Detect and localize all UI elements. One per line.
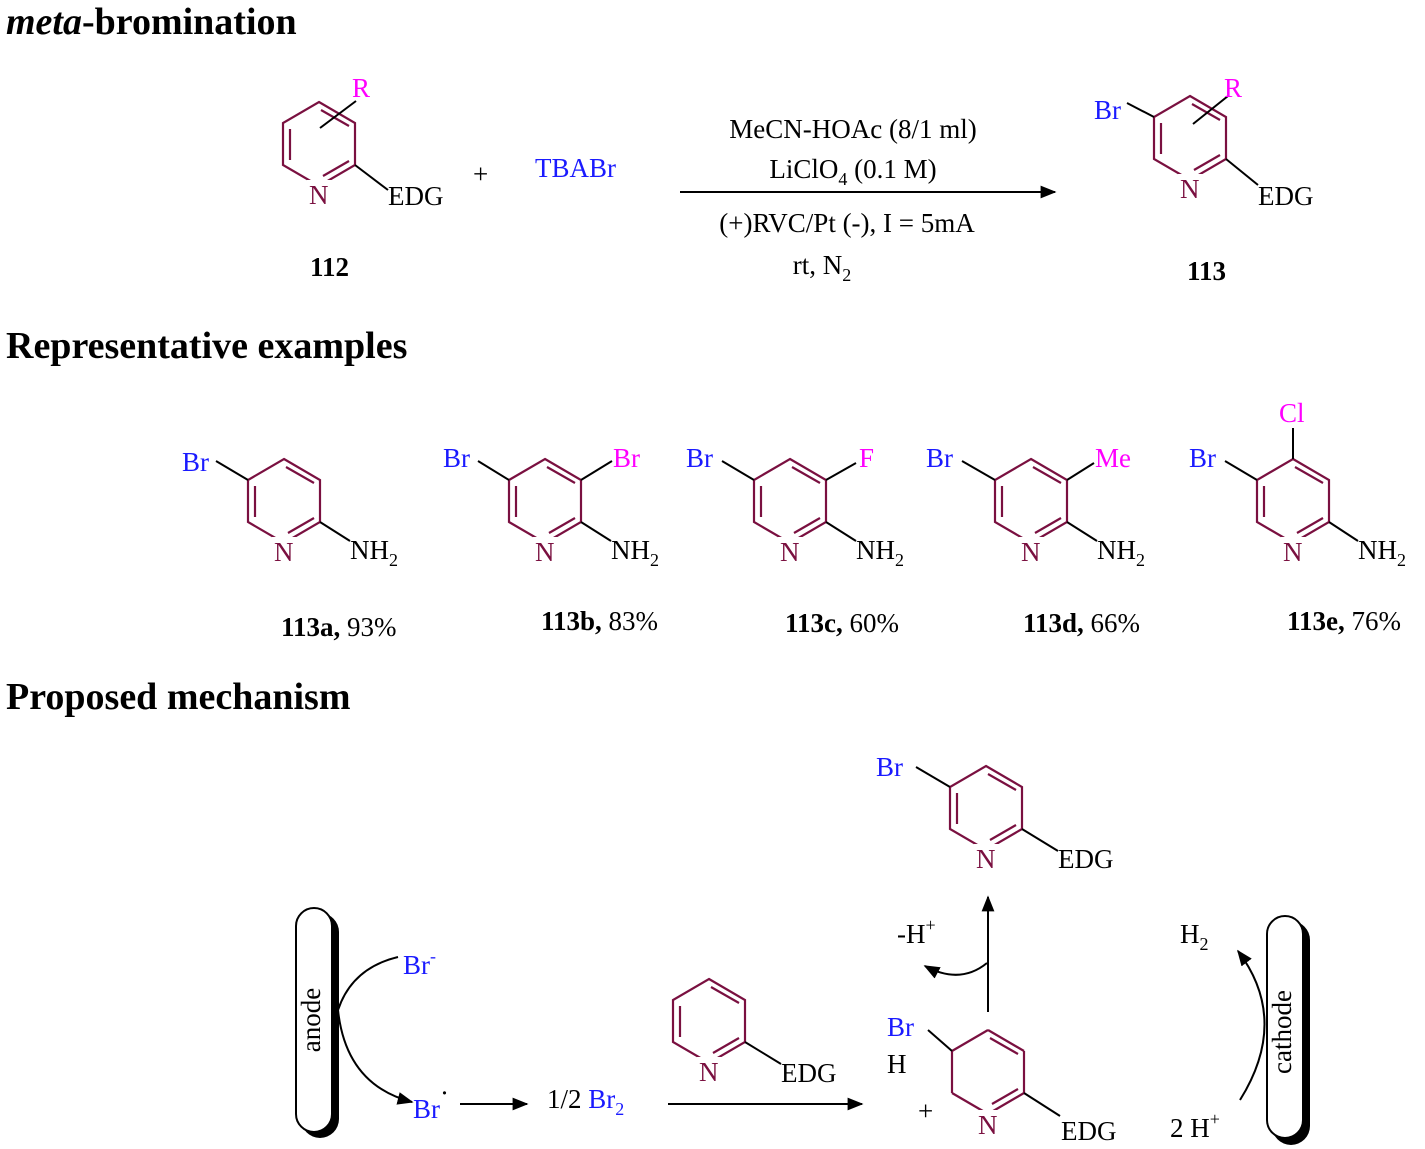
r-bond-112 — [319, 100, 357, 129]
edg-label: EDG — [781, 1058, 837, 1088]
condition-electrodes: (+)RVC/Pt (-), I = 5mA — [719, 208, 975, 238]
example-caption-113d: 113d, 66% — [1023, 608, 1140, 638]
substituent-label: Cl — [1279, 398, 1305, 428]
condition-atmosphere: rt, N2 — [793, 250, 852, 285]
r-substituent-113: R — [1224, 73, 1242, 103]
br-bond-113 — [1126, 102, 1155, 118]
nitrogen-label: N — [699, 1057, 719, 1087]
nitrogen-label: N — [780, 537, 800, 567]
cathode-label: cathode — [1267, 990, 1297, 1074]
pyridine-over-arrow: N EDG — [671, 977, 837, 1088]
br-label: Br — [876, 752, 903, 782]
cation-plus: + — [918, 1096, 933, 1126]
sigma-complex-intermediate: N Br H + EDG — [887, 1012, 1117, 1146]
bromide-anion: Br- — [403, 946, 436, 980]
edg-bond-113 — [1225, 158, 1259, 186]
reagent-tbabr: TBABr — [535, 153, 616, 183]
anode-electrode: anode — [295, 907, 339, 1138]
pyridine-ring-113 — [1152, 94, 1228, 182]
example-caption-113b: 113b, 83% — [541, 606, 658, 636]
bromine-radical: Br· — [413, 1078, 449, 1124]
r-substituent-112: R — [352, 73, 370, 103]
minus-proton-label: -H+ — [897, 915, 936, 949]
example-113a: N Br NH2 113a, 93% — [182, 447, 398, 642]
hydrogen-gas: H2 — [1180, 919, 1209, 954]
nitrogen-label-113: N — [1180, 174, 1200, 204]
compound-id-112: 112 — [310, 252, 349, 282]
mechanism-product: N Br EDG — [876, 752, 1114, 874]
condition-electrolyte: LiClO4 (0.1 M) — [769, 154, 936, 189]
cathode-reduction-arrow — [1237, 949, 1266, 1101]
example-caption-113a: 113a, 93% — [281, 612, 397, 642]
nitrogen-label: N — [1021, 537, 1041, 567]
nh2-label: NH2 — [1097, 535, 1145, 570]
example-113d: N Br Me NH2 113d, 66% — [926, 443, 1145, 638]
br-label-113: Br — [1094, 95, 1121, 125]
cathode-electrode: cathode — [1266, 915, 1310, 1145]
nh2-label: NH2 — [350, 535, 398, 570]
edg-label: EDG — [1061, 1116, 1117, 1146]
two-protons: 2 H+ — [1170, 1109, 1220, 1143]
edg-label: EDG — [1058, 844, 1114, 874]
edg-label-112: EDG — [388, 181, 444, 211]
br-label: Br — [926, 443, 953, 473]
nitrogen-label: N — [535, 537, 555, 567]
substituent-label: Br — [613, 443, 640, 473]
proton-loss-arrow — [923, 962, 988, 979]
br-label: Br — [1189, 443, 1216, 473]
nh2-label: NH2 — [611, 535, 659, 570]
nitrogen-label: N — [274, 537, 294, 567]
condition-solvent: MeCN-HOAc (8/1 ml) — [729, 114, 976, 144]
section-title-meta-bromination: meta-bromination — [6, 1, 297, 43]
example-113b: N Br Br NH2 113b, 83% — [443, 443, 659, 636]
example-113c: N Br F NH2 113c, 60% — [686, 443, 904, 638]
nh2-label: NH2 — [856, 535, 904, 570]
br-label: Br — [686, 443, 713, 473]
substituent-label: Me — [1095, 443, 1131, 473]
nitrogen-label: N — [1283, 537, 1303, 567]
example-caption-113c: 113c, 60% — [785, 608, 899, 638]
plus-sign: + — [473, 159, 488, 189]
pyridine-ring-112 — [281, 100, 357, 188]
example-caption-113e: 113e, 76% — [1287, 606, 1401, 636]
nitrogen-label: N — [976, 844, 996, 874]
br-label: Br — [887, 1012, 914, 1042]
br-label: Br — [443, 443, 470, 473]
nitrogen-label: N — [978, 1110, 998, 1140]
compound-id-113: 113 — [1187, 256, 1226, 286]
example-113e: N Br Cl NH2 113e, 76% — [1189, 398, 1406, 636]
h-label: H — [887, 1049, 907, 1079]
anode-label: anode — [296, 988, 326, 1052]
substituent-label: F — [859, 443, 874, 473]
anode-oxidation-arrow — [336, 956, 414, 1105]
nitrogen-label-112: N — [309, 180, 329, 210]
edg-label-113: EDG — [1258, 181, 1314, 211]
nh2-label: NH2 — [1358, 535, 1406, 570]
br-label: Br — [182, 447, 209, 477]
section-title-representative: Representative examples — [6, 325, 407, 367]
half-dibromine: 1/2 Br2 — [547, 1084, 624, 1119]
section-title-mechanism: Proposed mechanism — [6, 676, 350, 718]
r-bond-113 — [1192, 95, 1229, 125]
edg-bond-112 — [354, 164, 389, 191]
